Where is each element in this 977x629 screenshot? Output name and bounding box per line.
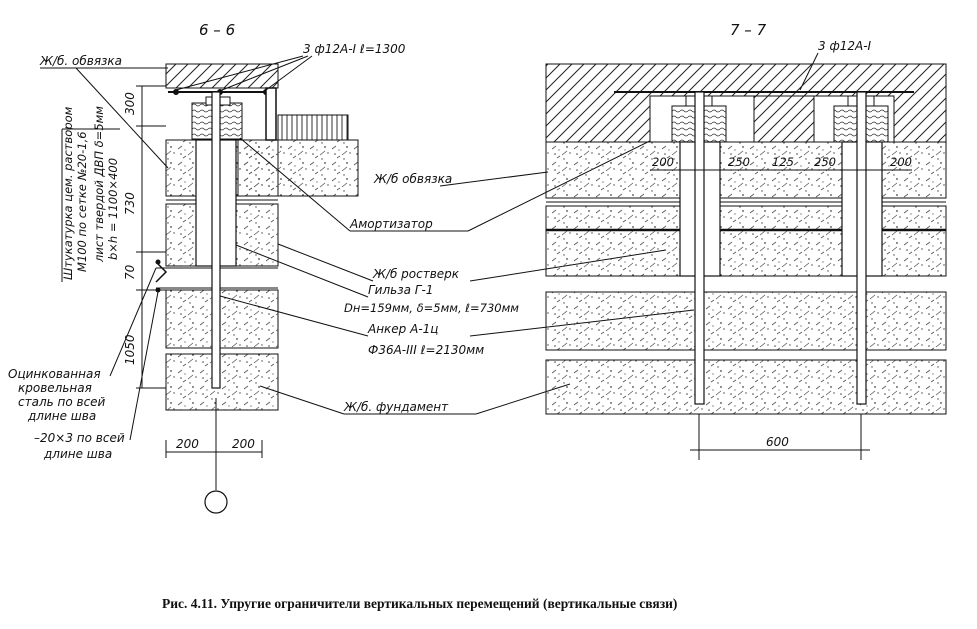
leader-line bbox=[219, 295, 369, 337]
figure-caption: Рис. 4.11. Упругие ограничители вертикал… bbox=[162, 596, 677, 611]
leader-line bbox=[277, 243, 374, 282]
dim-70: 70 bbox=[123, 264, 137, 280]
dim-250-b: 250 bbox=[814, 155, 836, 169]
dim-200-b: 200 bbox=[232, 437, 255, 451]
rebar-dot bbox=[173, 89, 179, 95]
grillage-label: Ж/б ростверк bbox=[372, 267, 460, 281]
svg-text:длине шва: длине шва bbox=[43, 447, 112, 461]
dim-730: 730 bbox=[123, 192, 137, 215]
tie-beam-right-label: Ж/б обвязка bbox=[373, 172, 452, 186]
svg-text:–20×3 по всей: –20×3 по всей bbox=[34, 431, 125, 445]
damper-label: Амортизатор bbox=[349, 217, 433, 231]
grillage-right bbox=[545, 205, 947, 277]
plaster-note-2: М100 по сетке №20-1,6 bbox=[75, 131, 89, 272]
leader-line bbox=[129, 291, 159, 441]
leader-line bbox=[439, 171, 549, 187]
anchor-left bbox=[211, 91, 221, 389]
dim-200-left: 200 bbox=[652, 155, 674, 169]
tie-beam-left-label: Ж/б. обвязка bbox=[39, 54, 122, 68]
dim-300: 300 bbox=[123, 92, 137, 115]
anchor-right-2 bbox=[856, 91, 867, 405]
slab-mid-part bbox=[753, 95, 815, 143]
foundation-left bbox=[165, 289, 279, 349]
grating bbox=[277, 114, 349, 141]
anchor-title: Анкер А-1ц bbox=[367, 322, 438, 336]
leader-line bbox=[239, 137, 351, 232]
leader-line bbox=[221, 55, 309, 91]
steel-plate bbox=[265, 87, 277, 141]
dim-200-a: 200 bbox=[176, 437, 199, 451]
leader-line bbox=[235, 244, 369, 298]
plaster-note-3: лист твердой ДВП δ=5мм bbox=[92, 106, 106, 263]
section-6-6-title: 6 – 6 bbox=[199, 21, 235, 39]
leader-line bbox=[175, 55, 304, 91]
foundation-left-lower bbox=[165, 353, 279, 411]
strip-note: –20×3 по всей длине шва bbox=[34, 431, 125, 461]
axis-marker-circle bbox=[204, 490, 228, 514]
foundation-label: Ж/б. фундамент bbox=[343, 400, 449, 414]
dim-1050: 1050 bbox=[123, 334, 137, 365]
dim-250-a: 250 bbox=[728, 155, 750, 169]
dim-600: 600 bbox=[766, 435, 789, 449]
svg-text:длине шва: длине шва bbox=[27, 409, 96, 423]
galv-steel-note: Оцинкованная кровельная сталь по всей дл… bbox=[8, 367, 106, 423]
anchor-spec: Ф36А-III ℓ=2130мм bbox=[368, 343, 484, 357]
plaster-note-1: Штукатурка цем. раствором bbox=[61, 106, 75, 280]
section-7-7-title: 7 – 7 bbox=[730, 21, 767, 39]
anchor-right-1 bbox=[694, 91, 705, 405]
sleeve-title: Гильза Г-1 bbox=[368, 283, 433, 297]
leader-line bbox=[109, 267, 157, 377]
sleeve-spec: Dн=159мм, δ=5мм, ℓ=730мм bbox=[344, 301, 519, 315]
leader-line bbox=[259, 385, 345, 415]
foundation-right-lower bbox=[545, 359, 947, 415]
rebar-right-label: 3 ф12A-I bbox=[818, 39, 872, 53]
leader-line bbox=[75, 67, 169, 169]
dim-200-right: 200 bbox=[890, 155, 912, 169]
svg-text:кровельная: кровельная bbox=[18, 381, 92, 395]
foundation-right bbox=[545, 291, 947, 351]
svg-text:Оцинкованная: Оцинкованная bbox=[8, 367, 101, 381]
plaster-note-4: b×h = 1100×400 bbox=[106, 158, 120, 260]
svg-text:сталь по всей: сталь по всей bbox=[18, 395, 106, 409]
bolt bbox=[155, 259, 161, 265]
dim-125: 125 bbox=[772, 155, 794, 169]
rebar-left-label: 3 ф12A-I ℓ=1300 bbox=[303, 42, 406, 56]
leader-line bbox=[265, 55, 313, 91]
seam-chevron bbox=[155, 261, 168, 283]
